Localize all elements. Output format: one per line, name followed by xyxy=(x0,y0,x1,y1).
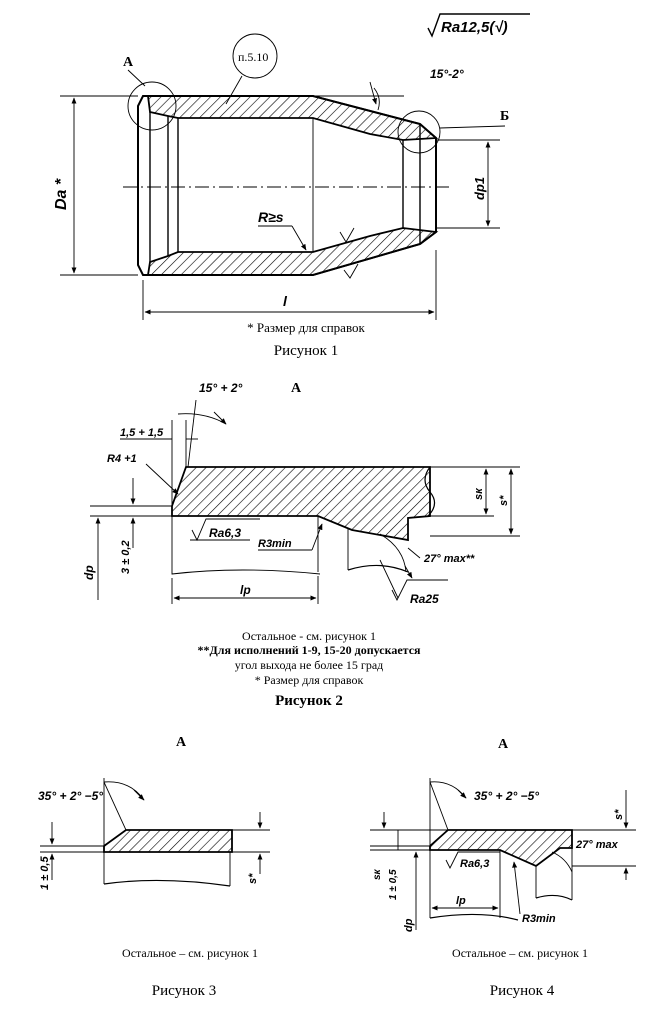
fig4-ra63-label: Ra6,3 xyxy=(460,858,489,870)
fig2-note2: **Для исполнений 1-9, 15-20 допускается xyxy=(197,643,421,657)
fig4-angle-label: 35° + 2° −5° xyxy=(474,789,539,803)
general-roughness-text: Ra12,5(√) xyxy=(441,19,508,36)
fig3-title: А xyxy=(176,735,187,750)
fig4-s-label: s* xyxy=(613,809,625,820)
fig4-caption: Рисунок 4 xyxy=(490,983,555,999)
fig4-sk-label: sк xyxy=(372,868,383,880)
fig1-caption: Рисунок 1 xyxy=(274,343,338,359)
fig2-title: А xyxy=(291,381,302,396)
fig2-angle-label: 15° + 2° xyxy=(199,381,242,395)
fig1-note: * Размер для справок xyxy=(247,320,365,335)
fig1-radius-label: R≥s xyxy=(258,209,284,225)
fig3-wall-section xyxy=(103,829,233,853)
figure-2: А 1,5 + 1,5 15° + 2° R4 +1 3 ± 0,2 dp xyxy=(82,381,520,709)
fig3-height-label: 1 ± 0,5 xyxy=(39,856,51,890)
figure-4: А 35° + 2° −5° 27° max s* sк 1 ± 0,5 dp xyxy=(370,737,636,999)
fig1-top-wall-section xyxy=(146,95,439,141)
fig2-dp-label: dp xyxy=(82,565,96,580)
fig4-angle27-label: 27° max xyxy=(575,839,619,851)
fig2-s-label: s* xyxy=(498,495,510,506)
fig3-caption: Рисунок 3 xyxy=(152,983,216,999)
fig4-height-label: 1 ± 0,5 xyxy=(388,869,399,900)
fig2-caption: Рисунок 2 xyxy=(275,693,343,709)
fig3-s-label: s* xyxy=(247,873,259,884)
fig2-height-label: 3 ± 0,2 xyxy=(120,540,132,574)
fig2-note3: угол выхода не более 15 град xyxy=(235,658,384,672)
fig3-note: Остальное – см. рисунок 1 xyxy=(122,946,258,960)
fig2-note4: * Размер для справок xyxy=(255,673,364,687)
fig1-angle-label: 15°-2° xyxy=(430,67,464,81)
fig1-label-b: Б xyxy=(500,109,509,124)
fig2-note1: Остальное - см. рисунок 1 xyxy=(242,629,376,643)
fig2-radius-label: R4 +1 xyxy=(107,453,137,465)
fig2-ra63-label: Ra6,3 xyxy=(209,526,241,540)
fig2-r3min-label: R3min xyxy=(258,538,292,550)
fig4-title: А xyxy=(498,737,509,752)
fig4-note: Остальное – см. рисунок 1 xyxy=(452,946,588,960)
fig4-lp-label: lp xyxy=(456,895,466,907)
fig4-wall-section xyxy=(429,829,573,868)
fig2-lp-label: lp xyxy=(240,583,251,597)
fig1-clause-label: п.5.10 xyxy=(238,50,268,64)
fig1-dim-da: Da * xyxy=(53,178,70,210)
figure-1: п.5.10 А Б 15°-2° Da * dp1 R≥s l xyxy=(53,33,509,359)
fig1-detail-circle-b xyxy=(397,110,441,154)
fig1-dim-dp1: dp1 xyxy=(472,177,487,200)
fig1-label-a: А xyxy=(123,55,134,70)
fig2-chamfer-label: 1,5 + 1,5 xyxy=(120,427,164,439)
fig1-bottom-wall-section xyxy=(146,227,439,276)
fig3-angle-label: 35° + 2° −5° xyxy=(38,789,103,803)
fig1-detail-circle-a xyxy=(127,81,177,131)
fig1-length-label: l xyxy=(283,293,288,309)
fig1-clause-circle xyxy=(232,33,278,79)
fig4-dp-label: dp xyxy=(403,918,415,932)
figure-3: А 35° + 2° −5° 1 ± 0,5 s* Остальное – см… xyxy=(38,735,270,999)
fig4-r3min-label: R3min xyxy=(522,913,556,925)
general-roughness-symbol: Ra12,5(√) xyxy=(427,13,530,38)
fig2-sk-label: sк xyxy=(473,487,485,500)
fig2-ra25-label: Ra25 xyxy=(410,592,439,606)
fig2-angle27-label: 27° max** xyxy=(423,553,475,565)
